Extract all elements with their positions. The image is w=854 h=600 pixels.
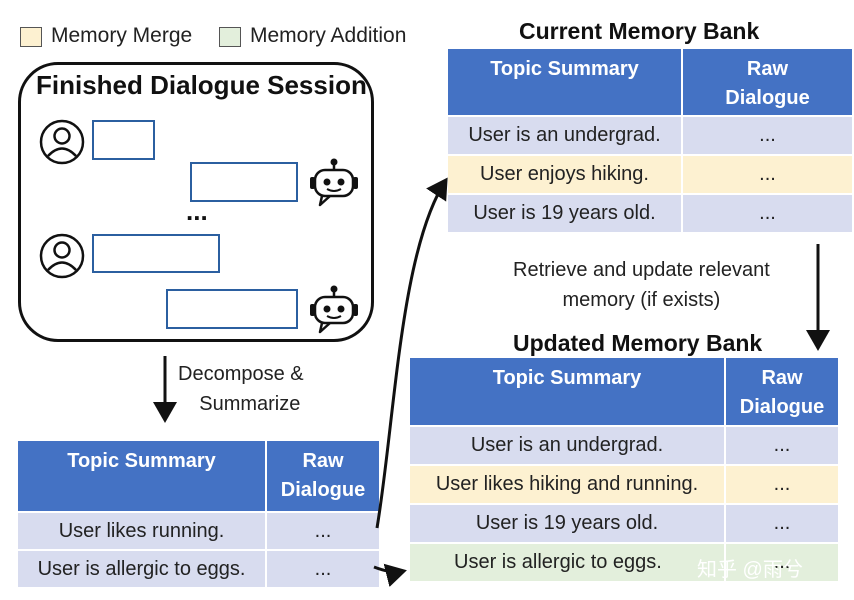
retrieve-line-2: memory (if exists) (562, 289, 721, 311)
current-memory-table: Topic Summary Raw Dialogue User is an un… (446, 47, 854, 234)
header-raw-dialogue: Raw Dialogue (682, 49, 852, 115)
raw-dialogue-cell: ... (726, 505, 838, 542)
updated-bank-title: Updated Memory Bank (513, 330, 763, 356)
header-topic-summary: Topic Summary (18, 441, 265, 511)
raw-dialogue-cell: ... (726, 544, 838, 581)
header-topic-summary: Topic Summary (410, 358, 724, 425)
addition-arrow (373, 563, 407, 588)
topic-summary-cell: User likes hiking and running. (410, 466, 724, 503)
current-bank-title: Current Memory Bank (519, 18, 760, 44)
topic-summary-cell: User is allergic to eggs. (18, 551, 265, 587)
raw-dialogue-cell: ... (682, 195, 852, 232)
topic-summary-text: User is allergic to eggs. (454, 551, 662, 573)
decompose-label: Decompose & Summarize (178, 359, 304, 419)
user-message-bubble (92, 120, 155, 160)
retrieve-note: Retrieve and update relevant memory (if … (513, 255, 770, 315)
table-row: User likes running. ... (18, 513, 379, 549)
raw-dialogue-cell: ... (682, 117, 852, 154)
user-icon (39, 233, 85, 279)
conversation-ellipsis: ... (186, 196, 208, 226)
raw-dialogue-cell: ... (726, 427, 838, 464)
decompose-line-2: Summarize (199, 393, 301, 415)
topic-summary-cell: User is allergic to eggs. (410, 544, 724, 581)
raw-dialogue-cell: ... (267, 551, 379, 587)
user-icon (39, 119, 85, 165)
header-raw-dialogue: Raw Dialogue (267, 441, 379, 511)
decompose-line-1: Decompose & (178, 363, 304, 385)
header-raw-dialogue: Raw Dialogue (726, 358, 838, 425)
raw-dialogue-cell: ... (267, 513, 379, 549)
retrieve-line-1: Retrieve and update relevant (513, 259, 770, 281)
new-memory-table: Topic Summary Raw Dialogue User likes ru… (16, 439, 381, 589)
robot-icon (310, 158, 358, 207)
topic-summary-cell: User is an undergrad. (410, 427, 724, 464)
table-row: User is an undergrad. ... (410, 427, 838, 464)
robot-icon (310, 285, 358, 334)
table-row: User likes hiking and running. ... (410, 466, 838, 503)
table-row: User enjoys hiking. ... (448, 156, 852, 193)
table-row: User is 19 years old. ... (448, 195, 852, 232)
table-row: User is allergic to eggs. ... (18, 551, 379, 587)
bot-message-bubble (166, 289, 298, 329)
legend-swatch-merge (20, 27, 42, 47)
topic-summary-cell: User enjoys hiking. (448, 156, 681, 193)
topic-summary-cell: User is 19 years old. (410, 505, 724, 542)
raw-dialogue-cell: ... (682, 156, 852, 193)
topic-summary-cell: User likes running. (18, 513, 265, 549)
legend-label-addition: Memory Addition (250, 24, 407, 47)
merge-arrow (375, 177, 448, 529)
legend-label-merge: Memory Merge (51, 24, 193, 47)
table-row: User is an undergrad. ... (448, 117, 852, 154)
watermark-text: 知乎 @雨兮 (697, 559, 803, 581)
raw-dialogue-cell: ... (726, 466, 838, 503)
topic-summary-cell: User is an undergrad. (448, 117, 681, 154)
session-title: Finished Dialogue Session (36, 70, 367, 100)
updated-memory-table: Topic Summary Raw Dialogue User is an un… (408, 356, 840, 583)
user-message-bubble (92, 234, 220, 273)
table-row: User is 19 years old. ... (410, 505, 838, 542)
legend-swatch-addition (219, 27, 241, 47)
bot-message-bubble (190, 162, 298, 202)
header-topic-summary: Topic Summary (448, 49, 681, 115)
table-row: User is allergic to eggs. ... (410, 544, 838, 581)
topic-summary-cell: User is 19 years old. (448, 195, 681, 232)
